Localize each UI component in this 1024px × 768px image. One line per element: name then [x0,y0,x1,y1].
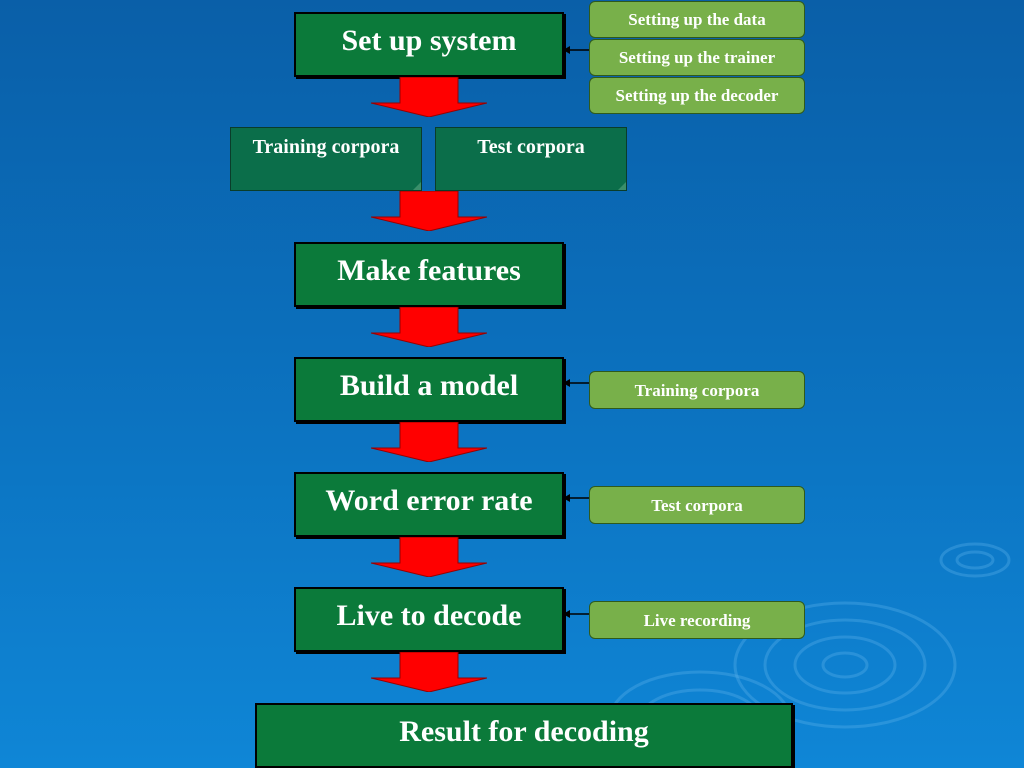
setting-up-data-label: Setting up the data [628,10,766,29]
live-recording-input-label: Live recording [643,611,751,630]
setting-up-trainer-label: Setting up the trainer [618,48,776,67]
left-arrow-icon [563,610,589,618]
word-error-rate-box: Word error rate [294,472,564,537]
build-model-label: Build a model [339,369,519,402]
setting-up-trainer-box: Setting up the trainer [589,39,805,76]
down-arrow-icon [371,307,487,347]
build-model-box: Build a model [294,357,564,422]
test-corpora-input-box: Test corpora [589,486,805,524]
live-decode-box: Live to decode [294,587,564,652]
down-arrow-icon [371,422,487,462]
setting-up-data-box: Setting up the data [589,1,805,38]
test-corpora-input-label: Test corpora [651,496,743,515]
training-corpora-input-box: Training corpora [589,371,805,409]
live-decode-label: Live to decode [336,599,522,632]
test-corpora-doc: Test corpora [435,127,627,191]
word-error-rate-label: Word error rate [325,484,533,517]
training-corpora-input-label: Training corpora [634,381,760,400]
setting-up-decoder-label: Setting up the decoder [615,86,779,105]
training-corpora-doc-label: Training corpora [252,136,400,158]
result-box: Result for decoding [255,703,793,768]
down-arrow-icon [371,537,487,577]
live-recording-input-box: Live recording [589,601,805,639]
left-arrow-icon [563,46,589,54]
test-corpora-doc-label: Test corpora [477,136,585,158]
left-arrow-icon [563,379,589,387]
doc-fold-corner [618,182,626,190]
down-arrow-icon [371,652,487,692]
setting-up-decoder-box: Setting up the decoder [589,77,805,114]
left-arrow-icon [563,494,589,502]
training-corpora-doc: Training corpora [230,127,422,191]
down-arrow-icon [371,77,487,117]
result-label: Result for decoding [399,715,649,748]
make-features-box: Make features [294,242,564,307]
set-up-system-label: Set up system [341,24,517,57]
set-up-system-box: Set up system [294,12,564,77]
down-arrow-icon [371,191,487,231]
doc-fold-corner [413,182,421,190]
make-features-label: Make features [337,254,521,287]
